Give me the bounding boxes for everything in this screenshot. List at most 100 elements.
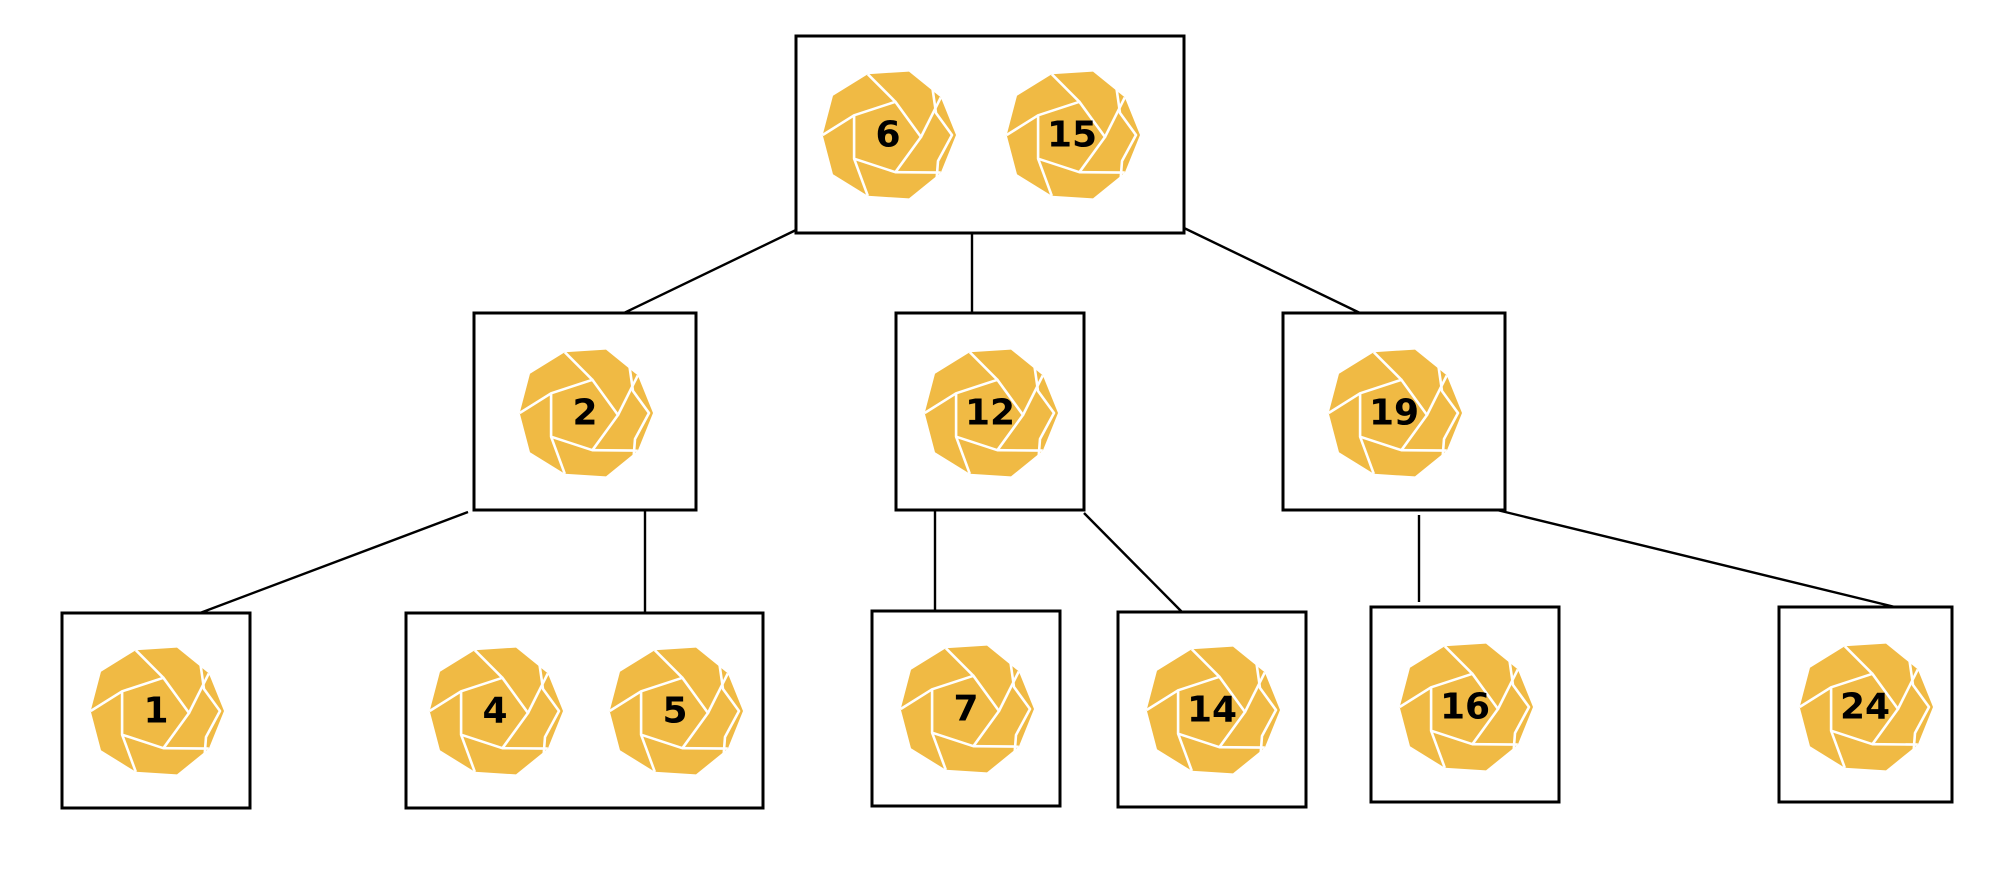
- die-facet-edge: [1425, 374, 1448, 416]
- dodecahedron-die-icon: 4: [429, 647, 563, 775]
- die-facet-edge: [519, 392, 552, 415]
- dodecahedron-die-icon: 19: [1328, 349, 1462, 477]
- die-front-face: [549, 378, 620, 452]
- die-number: 2: [572, 393, 597, 434]
- edge-n-2-to-n-1: [199, 510, 469, 615]
- die-side-facet: [627, 362, 651, 466]
- tree-node-n-14: 14: [1116, 610, 1308, 809]
- edge-root-to-n-19: [1183, 226, 1361, 315]
- die-front-face: [1358, 378, 1429, 452]
- die-facet-edge: [134, 649, 165, 679]
- die-side-facet: [717, 660, 741, 764]
- dodecahedron-die-icon: 6: [822, 71, 956, 199]
- die-facet-edge: [852, 158, 870, 197]
- die-facet-edge: [1050, 73, 1081, 103]
- die-facet-edge: [187, 672, 210, 714]
- die-facet-edge: [900, 688, 933, 711]
- die-facet-edge: [1176, 733, 1194, 772]
- dodecahedron-die-icon: 7: [900, 645, 1034, 773]
- die-facet-edge: [429, 690, 462, 713]
- die-front-face: [930, 674, 1001, 748]
- dodecahedron-die-icon: 14: [1146, 646, 1280, 774]
- die-facet-edge: [1358, 436, 1376, 475]
- die-facet-edge: [1399, 686, 1432, 709]
- tree-node-n-7: 7: [870, 609, 1062, 808]
- die-facet-edge: [919, 96, 942, 138]
- die-number: 14: [1187, 690, 1237, 731]
- edge-root-to-n-2: [623, 228, 797, 315]
- die-number: 4: [482, 691, 507, 732]
- die-facet-edge: [1799, 686, 1832, 709]
- die-facet-edge: [1443, 645, 1474, 675]
- dodecahedron-die-icon: 2: [519, 349, 653, 477]
- die-front-face: [852, 100, 923, 174]
- die-front-face: [1036, 100, 1107, 174]
- die-side-facet: [1436, 362, 1460, 466]
- die-facet-edge: [639, 734, 657, 773]
- die-facet-edge: [706, 672, 729, 714]
- die-front-face: [120, 676, 191, 750]
- die-number: 15: [1047, 115, 1097, 156]
- dodecahedron-die-icon: 15: [1006, 71, 1140, 199]
- tree-node-n-19: 19: [1281, 311, 1507, 512]
- tree-node-n-2: 2: [472, 311, 698, 512]
- die-facet-edge: [997, 670, 1020, 712]
- dodecahedron-die-icon: 24: [1799, 643, 1933, 771]
- die-facet-edge: [1021, 374, 1044, 416]
- die-facet-edge: [1496, 668, 1519, 710]
- dodecahedron-die-icon: 1: [90, 647, 224, 775]
- die-facet-edge: [1829, 730, 1847, 769]
- die-facet-edge: [459, 734, 477, 773]
- dodecahedron-die-icon: 16: [1399, 643, 1533, 771]
- die-facet-edge: [563, 351, 594, 381]
- tree-node-n-12: 12: [894, 311, 1086, 512]
- edge-n-12-to-n-14: [1083, 512, 1183, 613]
- die-number: 12: [965, 393, 1015, 434]
- die-side-facet: [930, 84, 954, 188]
- die-facet-edge: [924, 392, 957, 415]
- die-facet-edge: [1190, 648, 1221, 678]
- die-front-face: [1176, 675, 1247, 749]
- die-facet-edge: [1243, 671, 1266, 713]
- die-facet-edge: [1146, 689, 1179, 712]
- die-facet-edge: [1006, 114, 1039, 137]
- die-facet-edge: [1843, 645, 1874, 675]
- die-side-facet: [1008, 658, 1032, 762]
- die-front-face: [1429, 672, 1500, 746]
- die-number: 24: [1840, 687, 1890, 728]
- die-facet-edge: [526, 672, 549, 714]
- die-facet-edge: [866, 73, 897, 103]
- die-facet-edge: [616, 374, 639, 416]
- die-side-facet: [1032, 362, 1056, 466]
- die-facet-edge: [653, 649, 684, 679]
- die-front-face: [1829, 672, 1900, 746]
- die-facet-edge: [1036, 158, 1054, 197]
- tree-node-n-24: 24: [1777, 605, 1954, 804]
- die-facet-edge: [549, 436, 567, 475]
- die-side-facet: [537, 660, 561, 764]
- die-side-facet: [1114, 84, 1138, 188]
- die-facet-edge: [968, 351, 999, 381]
- die-side-facet: [1254, 659, 1278, 763]
- die-number: 19: [1369, 393, 1419, 434]
- tree-node-root: 6 15: [794, 34, 1186, 235]
- die-facet-edge: [1429, 730, 1447, 769]
- die-number: 7: [953, 689, 978, 730]
- die-facet-edge: [609, 690, 642, 713]
- die-facet-edge: [1328, 392, 1361, 415]
- die-facet-edge: [930, 732, 948, 771]
- die-facet-edge: [473, 649, 504, 679]
- die-side-facet: [1507, 656, 1531, 760]
- die-facet-edge: [822, 114, 855, 137]
- die-facet-edge: [944, 647, 975, 677]
- edges-layer: [199, 226, 1896, 615]
- dodecahedron-die-icon: 12: [924, 349, 1058, 477]
- dodecahedron-die-icon: 5: [609, 647, 743, 775]
- die-number: 16: [1440, 687, 1490, 728]
- die-number: 6: [875, 115, 900, 156]
- die-facet-edge: [1103, 96, 1126, 138]
- die-facet-edge: [120, 734, 138, 773]
